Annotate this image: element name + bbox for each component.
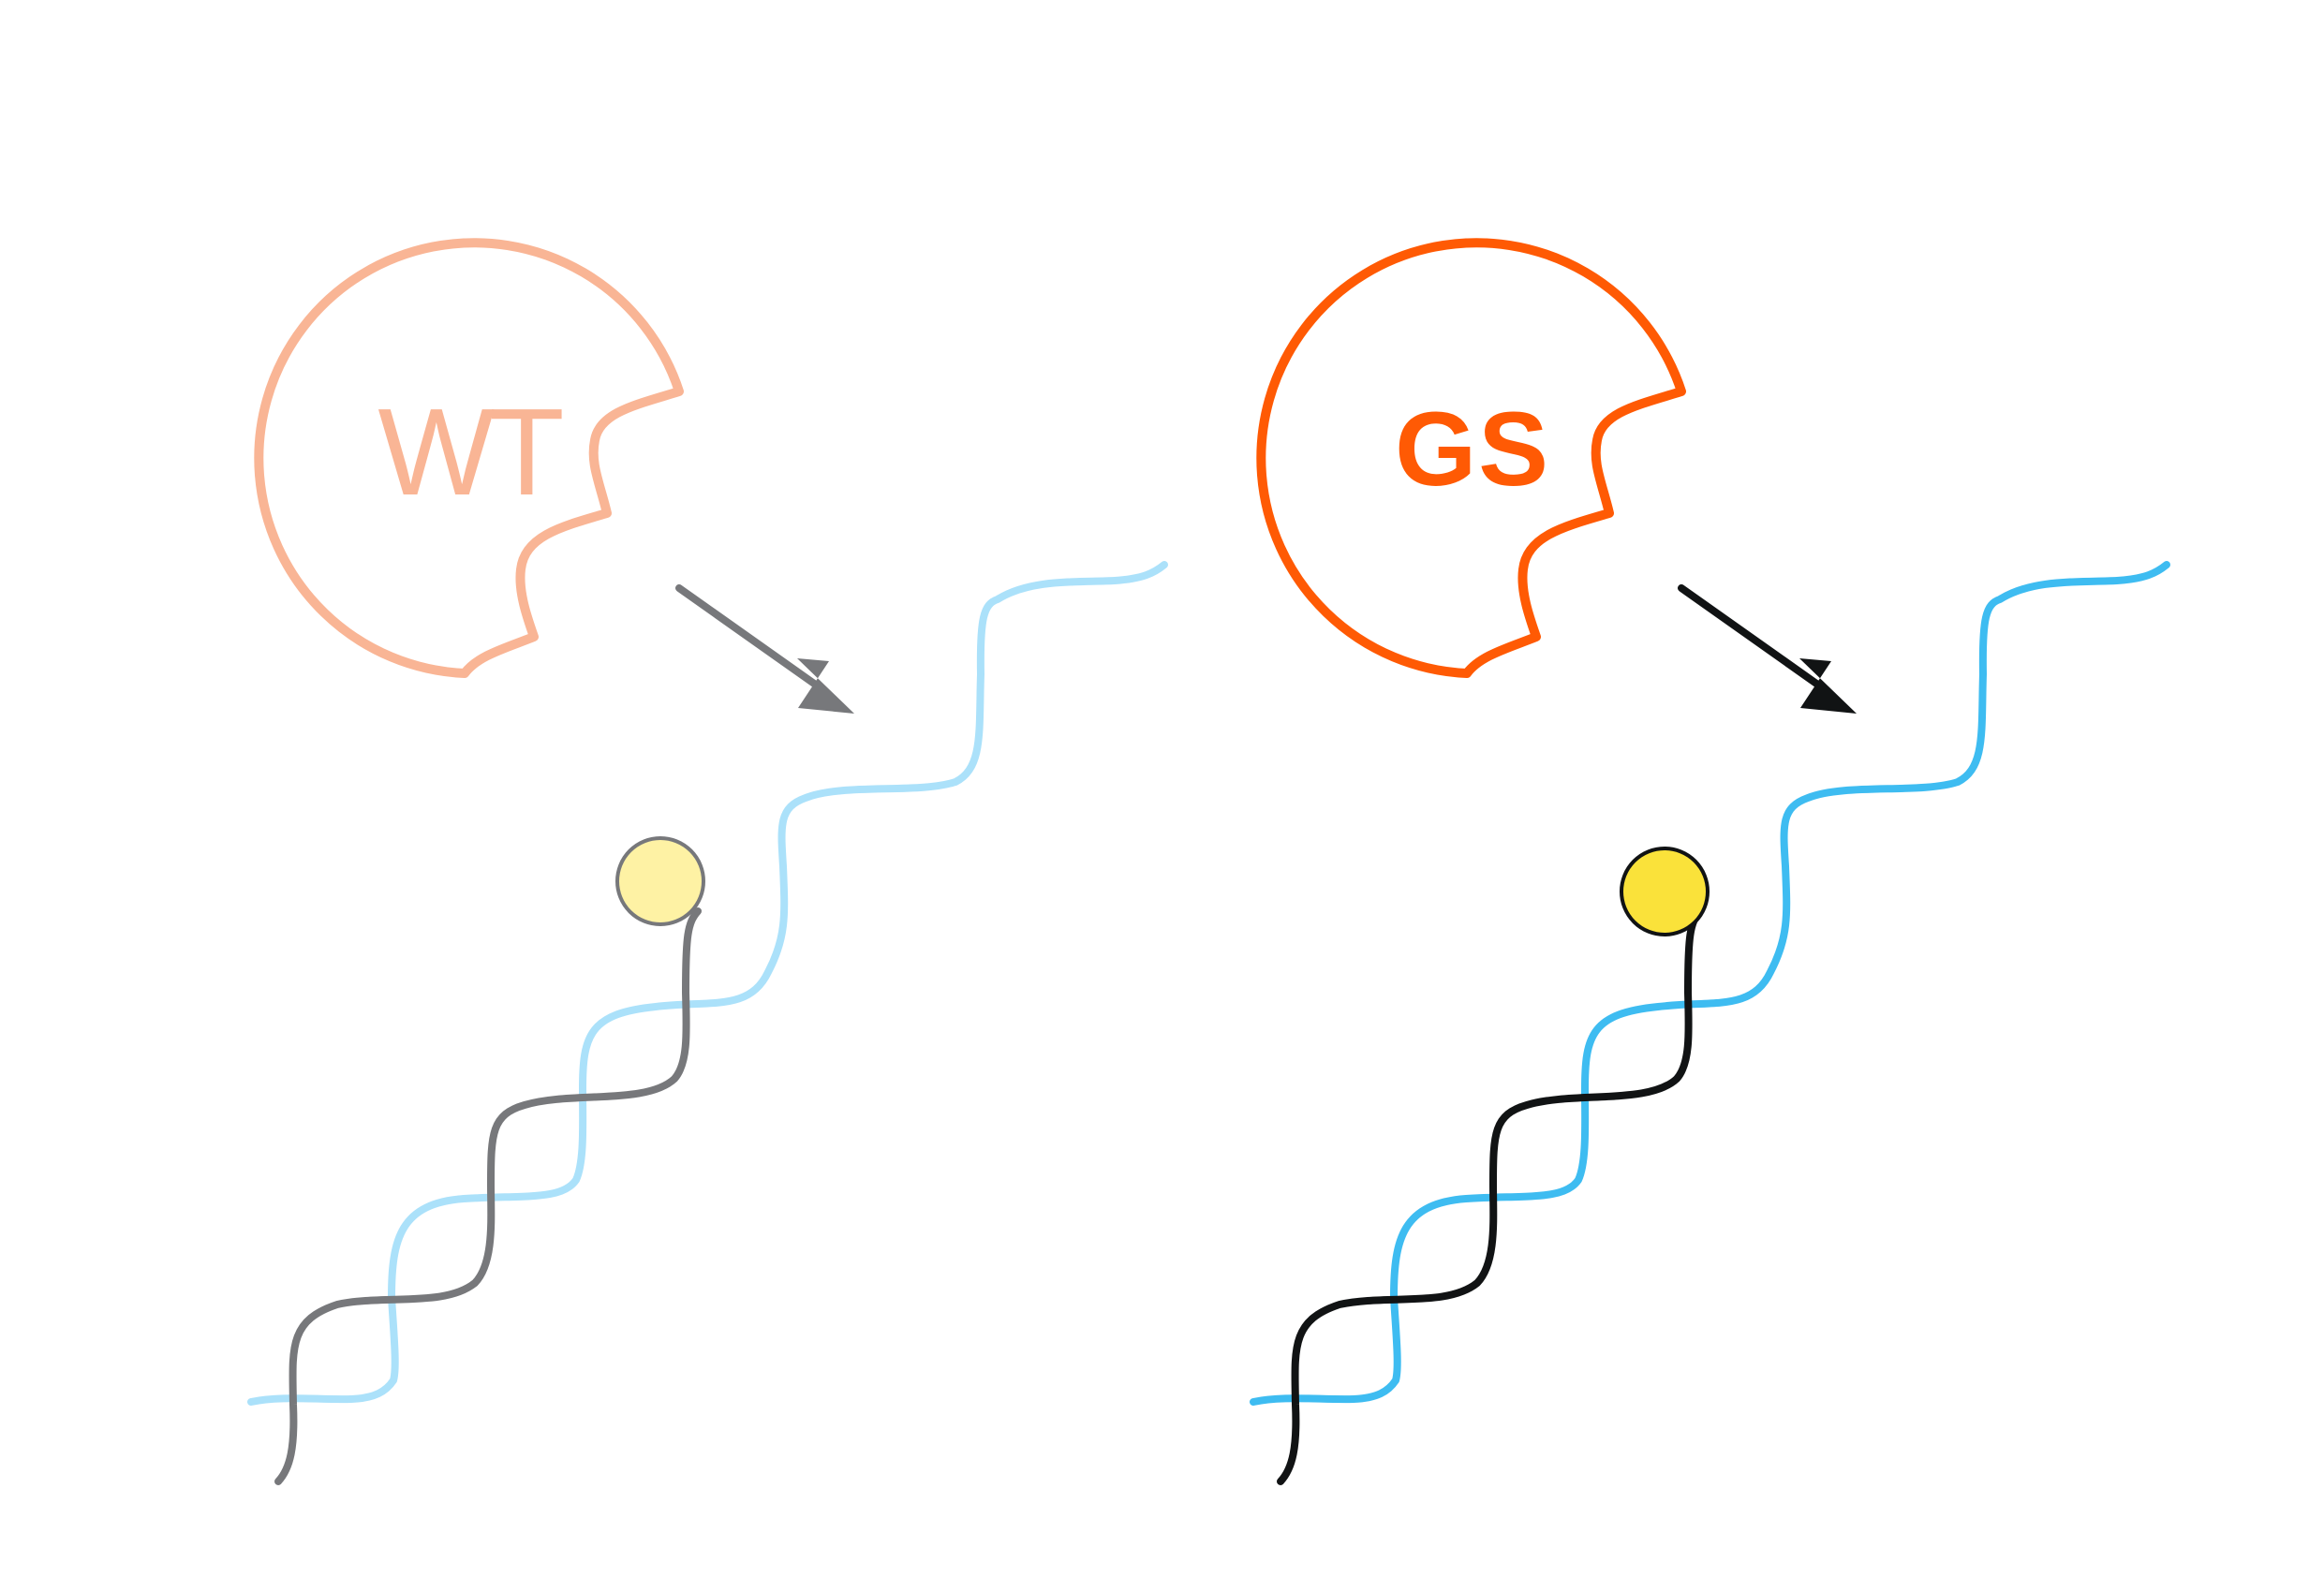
gs-primer-strand — [1277, 907, 1704, 1485]
wt-primer-strand — [274, 907, 702, 1485]
gs-enzyme-label: GS — [1395, 391, 1550, 508]
panel-wt: WT — [247, 238, 1168, 1485]
wt-arrow-shaft — [675, 584, 821, 689]
panel-gs: GS — [1250, 238, 2170, 1485]
wt-enzyme-shape — [254, 238, 684, 678]
wt-nucleotide — [615, 836, 705, 926]
wt-arrow — [675, 584, 854, 714]
gs-enzyme-shape — [1256, 238, 1686, 678]
wt-arrow-head — [797, 658, 854, 714]
wt-enzyme-label: WT — [377, 383, 562, 521]
gs-arrow-head — [1799, 658, 1857, 714]
gs-arrow — [1678, 584, 1857, 714]
gs-arrow-shaft — [1678, 584, 1823, 689]
gs-nucleotide — [1620, 847, 1710, 936]
wt-template-strand — [247, 561, 1168, 1406]
gs-template-strand — [1250, 561, 2170, 1406]
